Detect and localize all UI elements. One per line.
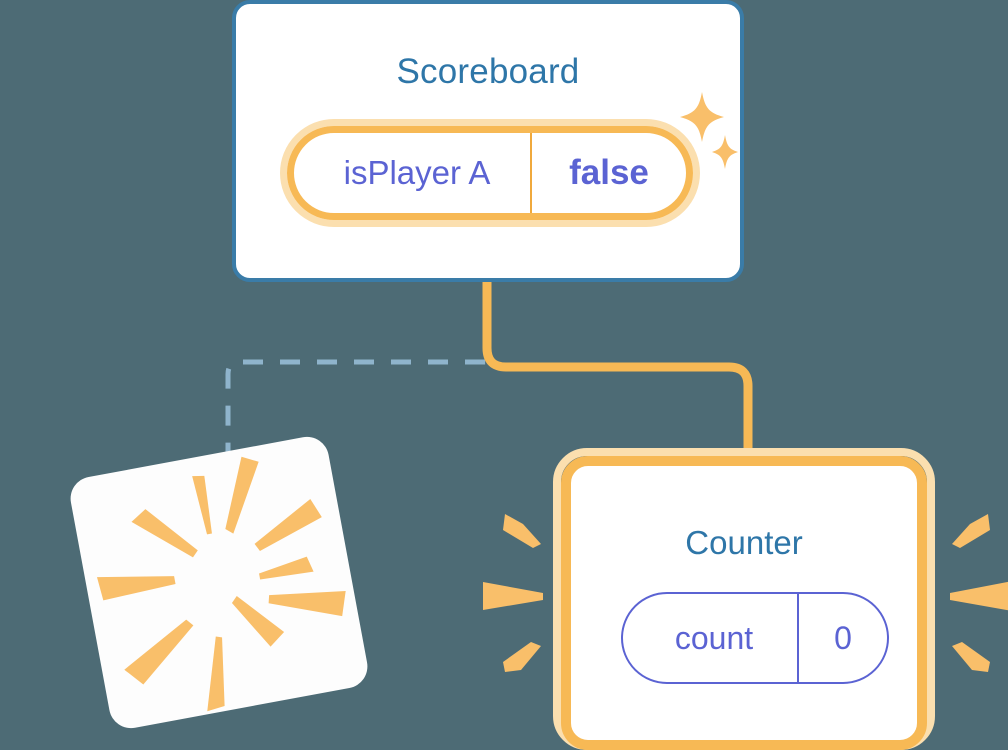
counter-pill-divider [797,594,799,682]
counter-state-value: 0 [834,619,852,656]
sparkle-icon-large [680,92,724,142]
scoreboard-state-key: isPlayer A [343,154,491,191]
counter-rays-right [950,514,1008,672]
scoreboard-card[interactable]: Scoreboard isPlayer A false [232,0,744,282]
scoreboard-title: Scoreboard [396,52,580,91]
burst-ray [259,556,314,580]
burst-ray [207,636,225,712]
burst-ray [950,581,1008,611]
scoreboard-pill-glow [280,119,700,227]
burst-ray [952,642,990,672]
burst-ray [124,619,194,685]
sparkle-icon-small [712,135,738,169]
burst-ray [268,591,346,617]
burst-ray [483,582,543,610]
counter-state-key: count [674,619,754,656]
counter-card[interactable]: Counter count 0 [561,456,927,750]
counter-state-pill[interactable]: count 0 [621,592,889,684]
scoreboard-state-pill[interactable]: isPlayer A false [287,126,693,220]
counter-title: Counter [685,524,803,561]
blank-card[interactable] [66,433,372,732]
burst-ray [254,498,322,552]
counter-rays-left [483,514,543,672]
burst-ray [192,475,212,535]
burst-ray [503,514,541,548]
scoreboard-state-value: false [569,153,649,192]
scoreboard-to-counter-wire [482,280,753,460]
burst-ray [131,509,198,558]
burst-ray [225,456,259,534]
burst-ray [231,595,285,647]
burst-ray [952,514,990,548]
scoreboard-pill-divider [530,133,532,213]
sparkle-group [680,92,738,169]
burst-rays [96,456,346,712]
burst-ray [503,642,541,672]
burst-ray [96,576,176,601]
